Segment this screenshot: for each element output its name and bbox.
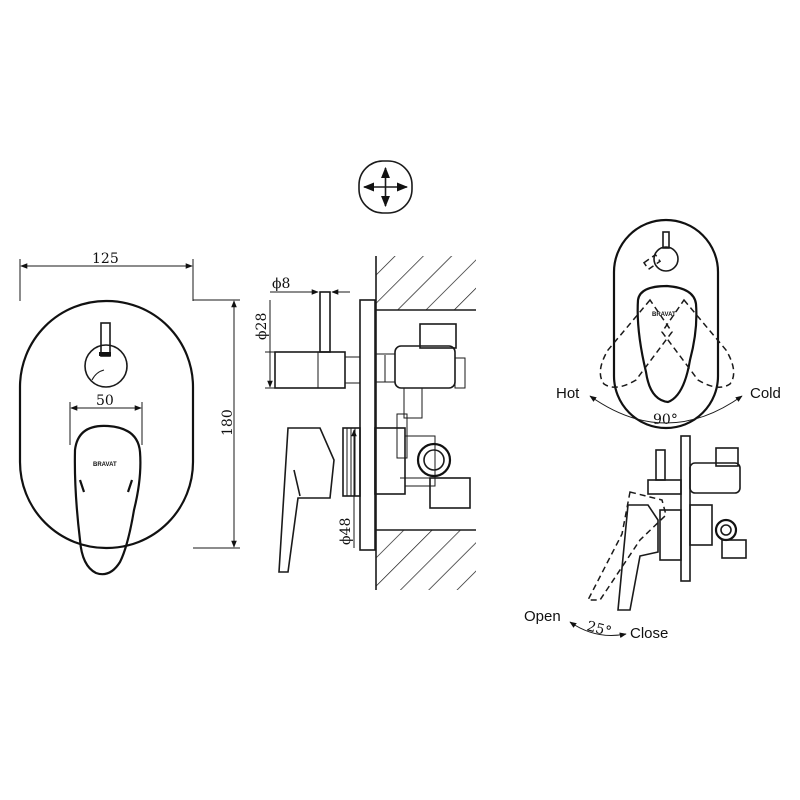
lever-handle-front — [73, 424, 142, 576]
label-hot: Hot — [556, 385, 580, 402]
brand-logo-side: BRAVAT — [652, 312, 676, 318]
rotation-view: BRAVAT 90° Hot Cold — [556, 218, 781, 430]
dimension-50: 50 — [69, 393, 143, 445]
diverter-knob — [84, 344, 128, 388]
cover-plate-side — [359, 299, 376, 551]
dim-width-label: 125 — [92, 251, 119, 267]
dimension-phi48: ϕ48 — [338, 429, 357, 548]
dimension-180: 180 — [193, 299, 240, 549]
four-way-arrow-icon — [358, 160, 413, 214]
dim-phi8-label: ϕ8 — [272, 276, 290, 292]
label-open: Open — [524, 608, 561, 625]
front-view: BRAVAT — [18, 299, 195, 576]
open-close-view: 25° Open Close — [524, 435, 747, 642]
angle-25-label: 25° — [585, 618, 613, 640]
cover-plate-outline — [18, 299, 195, 550]
angle-90-label: 90° — [653, 412, 678, 428]
label-cold: Cold — [750, 385, 781, 402]
diverter-stem-side — [319, 291, 331, 353]
lever-side — [278, 427, 335, 573]
diverter-stem — [100, 322, 111, 357]
dimension-125: 125 — [19, 251, 194, 301]
diverter-knob-side — [274, 351, 346, 389]
dim-phi28-label: ϕ28 — [254, 313, 270, 340]
dimension-phi28: ϕ28 — [254, 300, 280, 389]
dim-phi48-label: ϕ48 — [338, 518, 354, 545]
dim-height-label: 180 — [220, 409, 236, 436]
side-view — [274, 256, 476, 590]
dim-lever-label: 50 — [96, 393, 114, 409]
label-close: Close — [630, 625, 668, 642]
brand-logo-front: BRAVAT — [93, 462, 117, 468]
dimension-phi8: ϕ8 — [270, 276, 350, 295]
